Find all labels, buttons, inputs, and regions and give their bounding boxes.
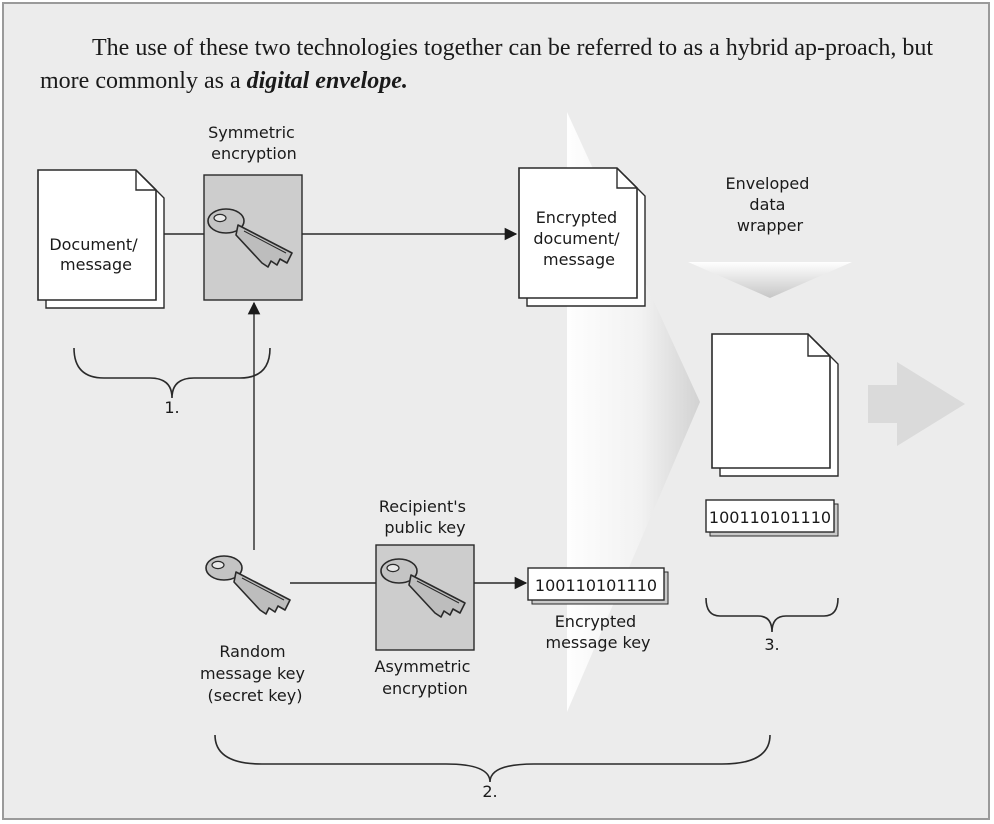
encrypted-key-label: Encrypted message key <box>546 612 651 652</box>
intro-term: digital envelope. <box>246 68 408 94</box>
brace-2 <box>214 734 771 783</box>
step-1-label: 1. <box>164 398 179 417</box>
intro-text: The use of these two technologies togeth… <box>40 35 934 94</box>
encrypted-key-box <box>527 567 665 601</box>
step-3-label: 3. <box>764 635 779 654</box>
enveloped-label: Enveloped data wrapper <box>725 174 814 235</box>
random-key-label: Random message key (secret key) <box>200 642 310 705</box>
random-key-icon <box>205 555 291 615</box>
brace-1 <box>73 347 271 399</box>
asymmetric-label: Asymmetric encryption <box>375 657 476 698</box>
intro-paragraph: The use of these two technologies togeth… <box>40 32 970 98</box>
enveloped-key-value: 100110101110 <box>709 508 831 527</box>
enveloped-page-icon <box>711 333 839 477</box>
enveloped-key-box <box>705 499 835 533</box>
enveloped-down-arrow <box>688 262 852 298</box>
brace-3 <box>705 597 839 633</box>
document-label: Document/ message <box>49 235 142 274</box>
encrypted-key-value: 100110101110 <box>535 576 657 595</box>
step-2-label: 2. <box>482 782 497 801</box>
encrypted-document-label: Encrypted document/ message <box>533 208 624 269</box>
symmetric-label: Symmetric encryption <box>208 123 300 163</box>
recipient-key-label: Recipient's public key <box>379 497 471 537</box>
side-arrow-icon <box>868 362 965 446</box>
